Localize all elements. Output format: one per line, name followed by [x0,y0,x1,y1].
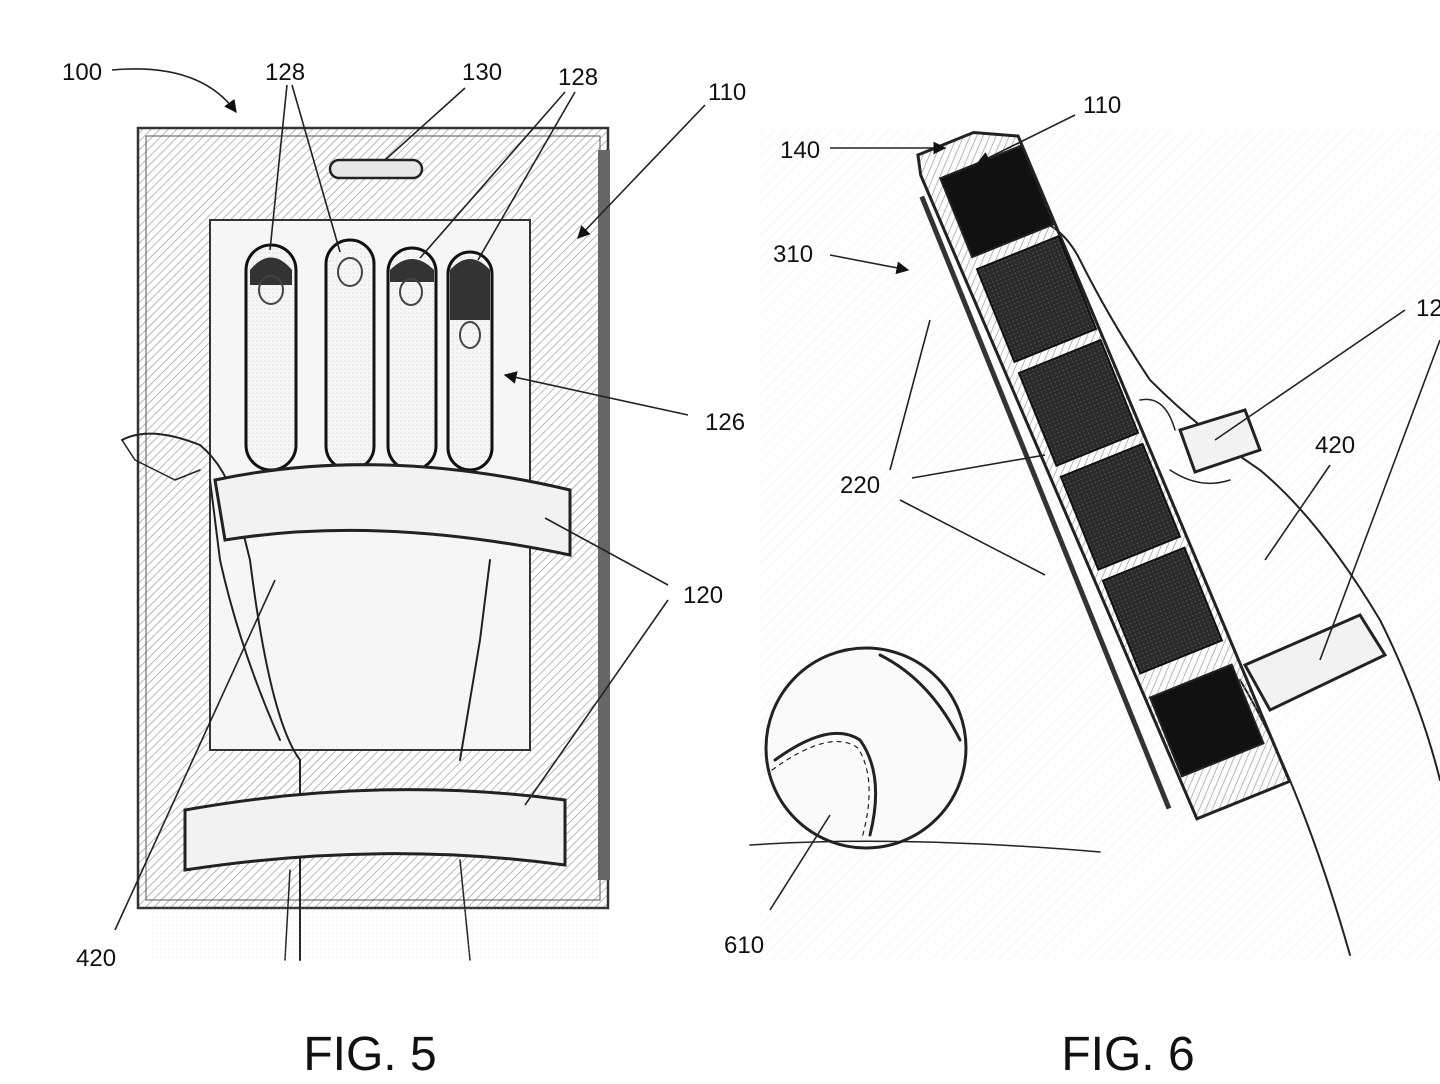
leader-128a [269,84,341,253]
ref-220: 220 [840,472,880,499]
leader-126 [503,371,689,416]
ref-420: 420 [76,945,116,972]
ref-420: 420 [1315,432,1355,459]
strap-hand-120 [1178,408,1262,474]
ref-12: 12 [1416,295,1440,322]
ref-128b: 128 [558,64,598,91]
leader-610 [769,814,831,911]
strap-upper-120 [213,463,572,557]
device-strip-110 [916,130,1292,821]
leader-12 [1214,309,1440,661]
ref-120: 120 [683,582,723,609]
figure-caption: FIG. 5 [303,1028,436,1081]
ref-110: 110 [708,79,746,106]
leader-100 [111,68,237,114]
ref-100: 100 [62,59,102,86]
leader-220 [889,319,1046,576]
leader-130 [384,87,466,161]
baseball-610 [764,646,968,850]
ref-130: 130 [462,59,502,86]
figure-caption: FIG. 6 [1061,1028,1194,1081]
ref-310: 310 [773,241,813,268]
leader-420 [114,579,276,931]
leader-110 [577,104,706,239]
finger-pockets-128 [244,238,494,472]
ref-128a: 128 [265,59,305,86]
figure-5: 100 128 130 128 110 126 120 420 FIG. 5 [62,59,746,1081]
leader-420 [1264,464,1331,561]
ref-110: 110 [1083,92,1121,119]
ref-140: 140 [780,137,820,164]
slot-130 [328,158,424,180]
ref-610: 610 [724,932,764,959]
figure-6: 110 140 310 12 420 220 610 FIG. 6 [724,92,1440,1081]
ref-126: 126 [705,409,745,436]
leader-120 [524,517,669,806]
strap-lower-120 [183,788,567,872]
leader-110 [976,114,1076,164]
strap-wrist-120 [1242,613,1388,712]
finger-pocket [324,238,376,472]
leader-128b [419,91,576,261]
leader-310 [829,254,910,275]
